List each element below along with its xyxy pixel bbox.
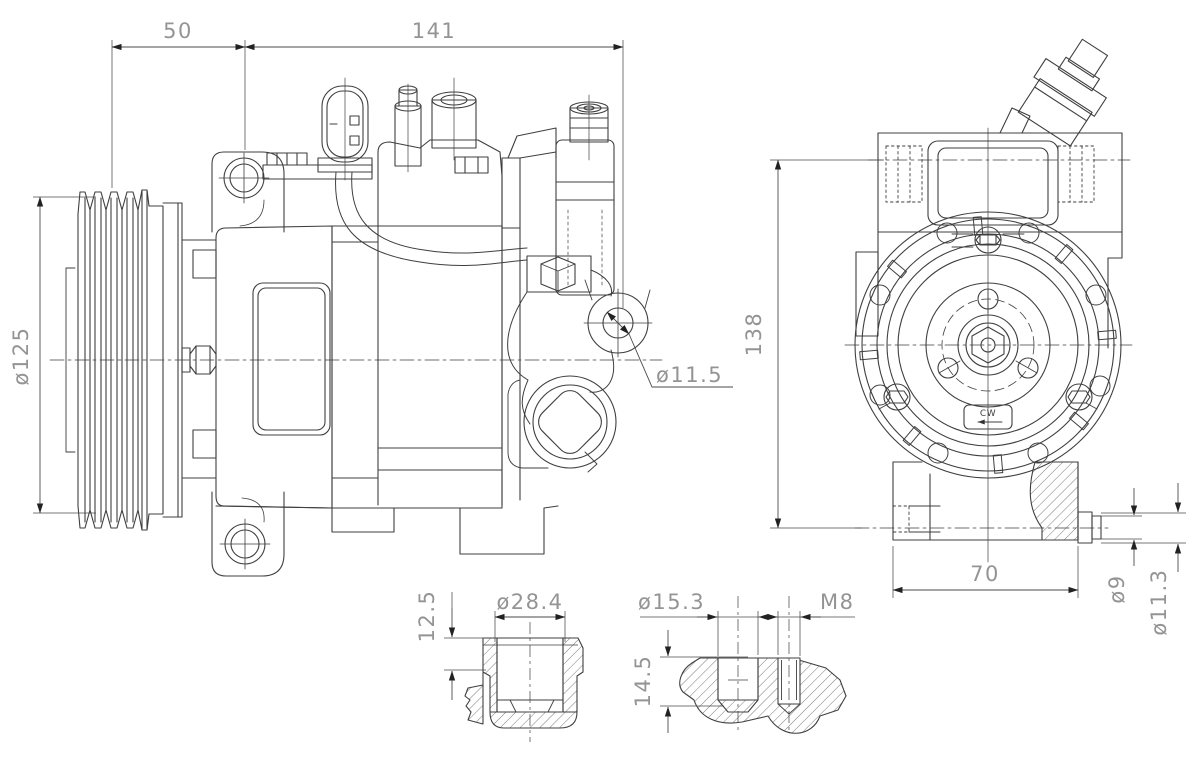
side-view xyxy=(49,77,663,577)
pulley xyxy=(65,189,183,531)
mounting-lug-bottom xyxy=(211,491,285,577)
rear-fitting xyxy=(507,94,615,296)
dim-pulley-diameter-label: ø125 xyxy=(9,327,33,386)
dim-flange-height-label: 12.5 xyxy=(415,590,439,643)
detail-port-b xyxy=(679,596,847,734)
compressor-body xyxy=(215,151,559,555)
dim-flange-diameter: ø28.4 xyxy=(494,590,566,621)
dim-port-counterbore-label: ø11.3 xyxy=(1147,568,1171,635)
dim-ear-hole-label: ø11.5 xyxy=(656,363,723,387)
dim-bore-diameter-label: ø15.3 xyxy=(638,590,705,614)
wiring-harness xyxy=(335,171,615,425)
dim-flange-diameter-label: ø28.4 xyxy=(496,590,563,614)
connector-support xyxy=(999,107,1031,134)
dim-pulley-width-label: 50 xyxy=(163,19,193,43)
dimensions: 50 141 ø125 ø11.5 138 70 xyxy=(9,19,1186,733)
dim-foot-width: 70 xyxy=(892,562,1079,594)
rear-boss xyxy=(507,375,617,473)
dim-port-bore: ø9 xyxy=(1105,488,1138,604)
dim-port-depth: 14.5 xyxy=(631,630,672,733)
front-view xyxy=(844,38,1133,563)
front-housing-neck xyxy=(181,239,217,479)
dim-pulley-diameter: ø125 xyxy=(9,196,44,514)
dim-ear-hole: ø11.5 xyxy=(606,311,733,388)
dim-body-length-label: 141 xyxy=(412,19,457,43)
dim-body-height: 138 xyxy=(742,159,782,529)
top-bracket xyxy=(855,132,1131,349)
cylinder-head xyxy=(377,77,503,177)
dim-foot-width-label: 70 xyxy=(970,562,1000,586)
electrical-connector xyxy=(317,77,373,181)
dim-body-length: 141 xyxy=(244,19,624,51)
dim-bore-and-thread: ø15.3 M8 xyxy=(638,590,855,621)
rotation-marker-plate xyxy=(963,404,1013,430)
mounting-ear xyxy=(583,279,653,358)
dim-port-depth-label: 14.5 xyxy=(631,655,655,708)
rotation-marker-label: CW xyxy=(980,409,996,419)
face-screws xyxy=(878,226,1098,411)
mounting-lug-top xyxy=(211,151,285,233)
mounting-foot xyxy=(854,461,1109,544)
dim-port-bore-label: ø9 xyxy=(1105,574,1129,603)
detail-port-a xyxy=(464,622,584,742)
dim-pulley-width: 50 xyxy=(111,19,246,51)
detail-b-body xyxy=(679,657,847,734)
dim-thread-size-label: M8 xyxy=(820,590,854,614)
front-connector xyxy=(1017,38,1109,147)
dim-body-height-label: 138 xyxy=(742,312,766,357)
dim-flange-height: 12.5 xyxy=(415,590,456,700)
dim-port-counterbore: ø11.3 xyxy=(1147,483,1182,636)
compressor-face xyxy=(854,211,1122,479)
harness-clamp xyxy=(526,255,592,293)
